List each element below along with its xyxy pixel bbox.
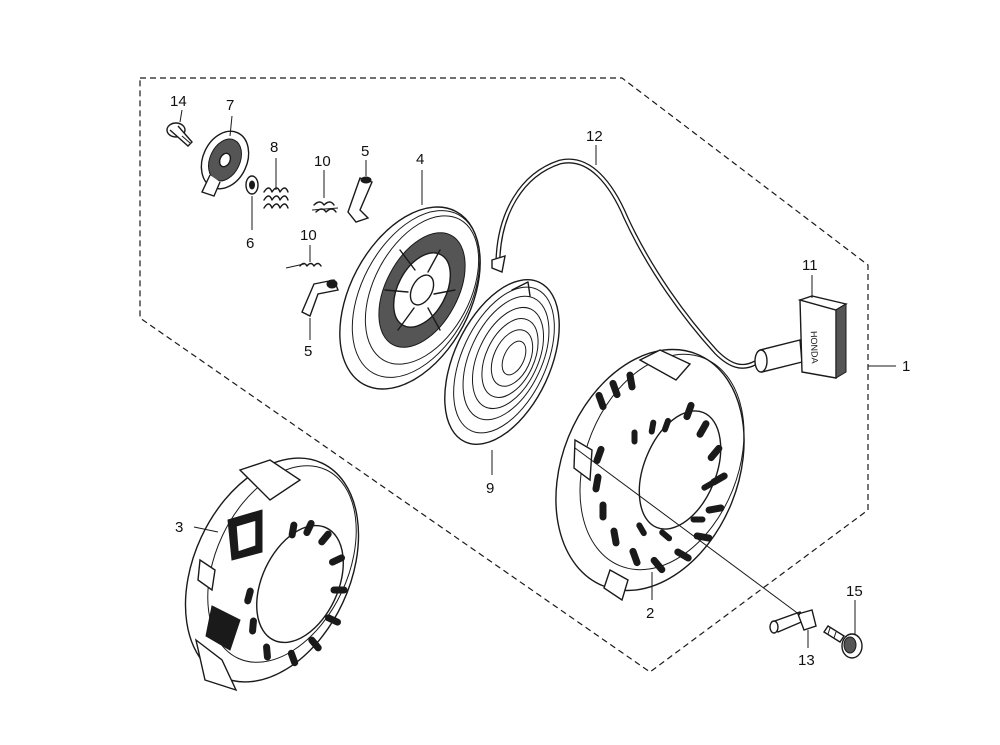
callout-6: 6 xyxy=(246,235,254,252)
callout-5-upper: 5 xyxy=(361,143,369,160)
callout-12: 12 xyxy=(586,128,603,145)
part-7-ratchet xyxy=(200,130,250,197)
part-8-spring xyxy=(263,187,289,209)
callout-3: 3 xyxy=(175,519,183,536)
part-10-spring-clip-upper xyxy=(311,201,339,213)
part-15-bolt xyxy=(823,625,863,659)
callout-1: 1 xyxy=(902,358,910,375)
part-9-recoil-spring xyxy=(444,279,560,445)
callout-11: 11 xyxy=(802,257,818,274)
callout-14: 14 xyxy=(170,93,187,110)
part-2-starter-case xyxy=(555,348,745,602)
part-6-washer xyxy=(245,175,259,195)
callout-15: 15 xyxy=(846,583,863,600)
callout-13: 13 xyxy=(798,652,815,669)
part-3-cover xyxy=(184,457,360,692)
callout-5-lower: 5 xyxy=(304,343,312,360)
part-10-spring-clip-lower xyxy=(285,262,322,269)
callout-8: 8 xyxy=(270,139,278,156)
callout-10-lower: 10 xyxy=(300,227,317,244)
leader-lines xyxy=(179,109,896,648)
part-13-rope-guide xyxy=(769,609,817,634)
part-4-reel xyxy=(339,206,481,390)
callout-2: 2 xyxy=(646,605,654,622)
callout-4: 4 xyxy=(416,151,424,168)
part-5-pawl-upper xyxy=(347,176,373,223)
part-12-rope xyxy=(491,158,758,369)
callout-10-upper: 10 xyxy=(314,153,331,170)
assembly-boundary xyxy=(139,77,869,673)
part-5-pawl-lower xyxy=(301,279,339,317)
callout-9: 9 xyxy=(486,480,494,497)
callout-7: 7 xyxy=(226,97,234,114)
part-11-handle: HONDA xyxy=(754,295,848,379)
part-14-bolt xyxy=(166,122,193,147)
svg-text:HONDA: HONDA xyxy=(809,331,820,364)
